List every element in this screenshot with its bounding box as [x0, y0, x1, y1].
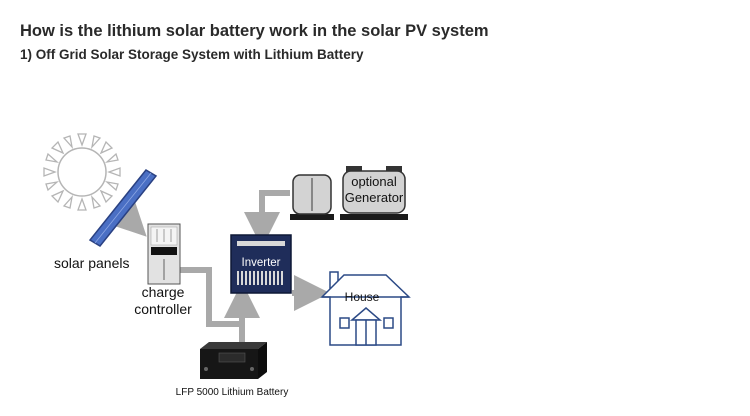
generator-label-line2: Generator	[345, 190, 404, 205]
junction-to-battery-connector	[206, 302, 245, 342]
solar-panels-label: solar panels	[54, 255, 130, 271]
battery-label: LFP 5000 Lithium Battery	[176, 387, 289, 398]
inverter-icon	[230, 234, 292, 294]
page-title: How is the lithium solar battery work in…	[20, 22, 489, 40]
house-label: House	[345, 290, 380, 304]
generator-label-line1: optional	[351, 174, 397, 189]
sun-icon	[43, 133, 121, 211]
inverter-label: Inverter	[242, 257, 281, 269]
charge-controller-label-line1: charge	[142, 284, 185, 300]
connectors	[108, 190, 330, 342]
section-subtitle: 1) Off Grid Solar Storage System with Li…	[20, 47, 364, 62]
controller-to-junction-connector	[180, 267, 212, 302]
solar-panel-icon	[88, 169, 158, 247]
generator-icon	[290, 166, 408, 220]
house-icon	[320, 271, 411, 346]
charge-controller-icon	[147, 223, 181, 285]
generator-to-inverter-connector	[244, 190, 290, 248]
battery-icon	[200, 342, 267, 379]
charge-controller-label-line2: controller	[134, 301, 192, 317]
